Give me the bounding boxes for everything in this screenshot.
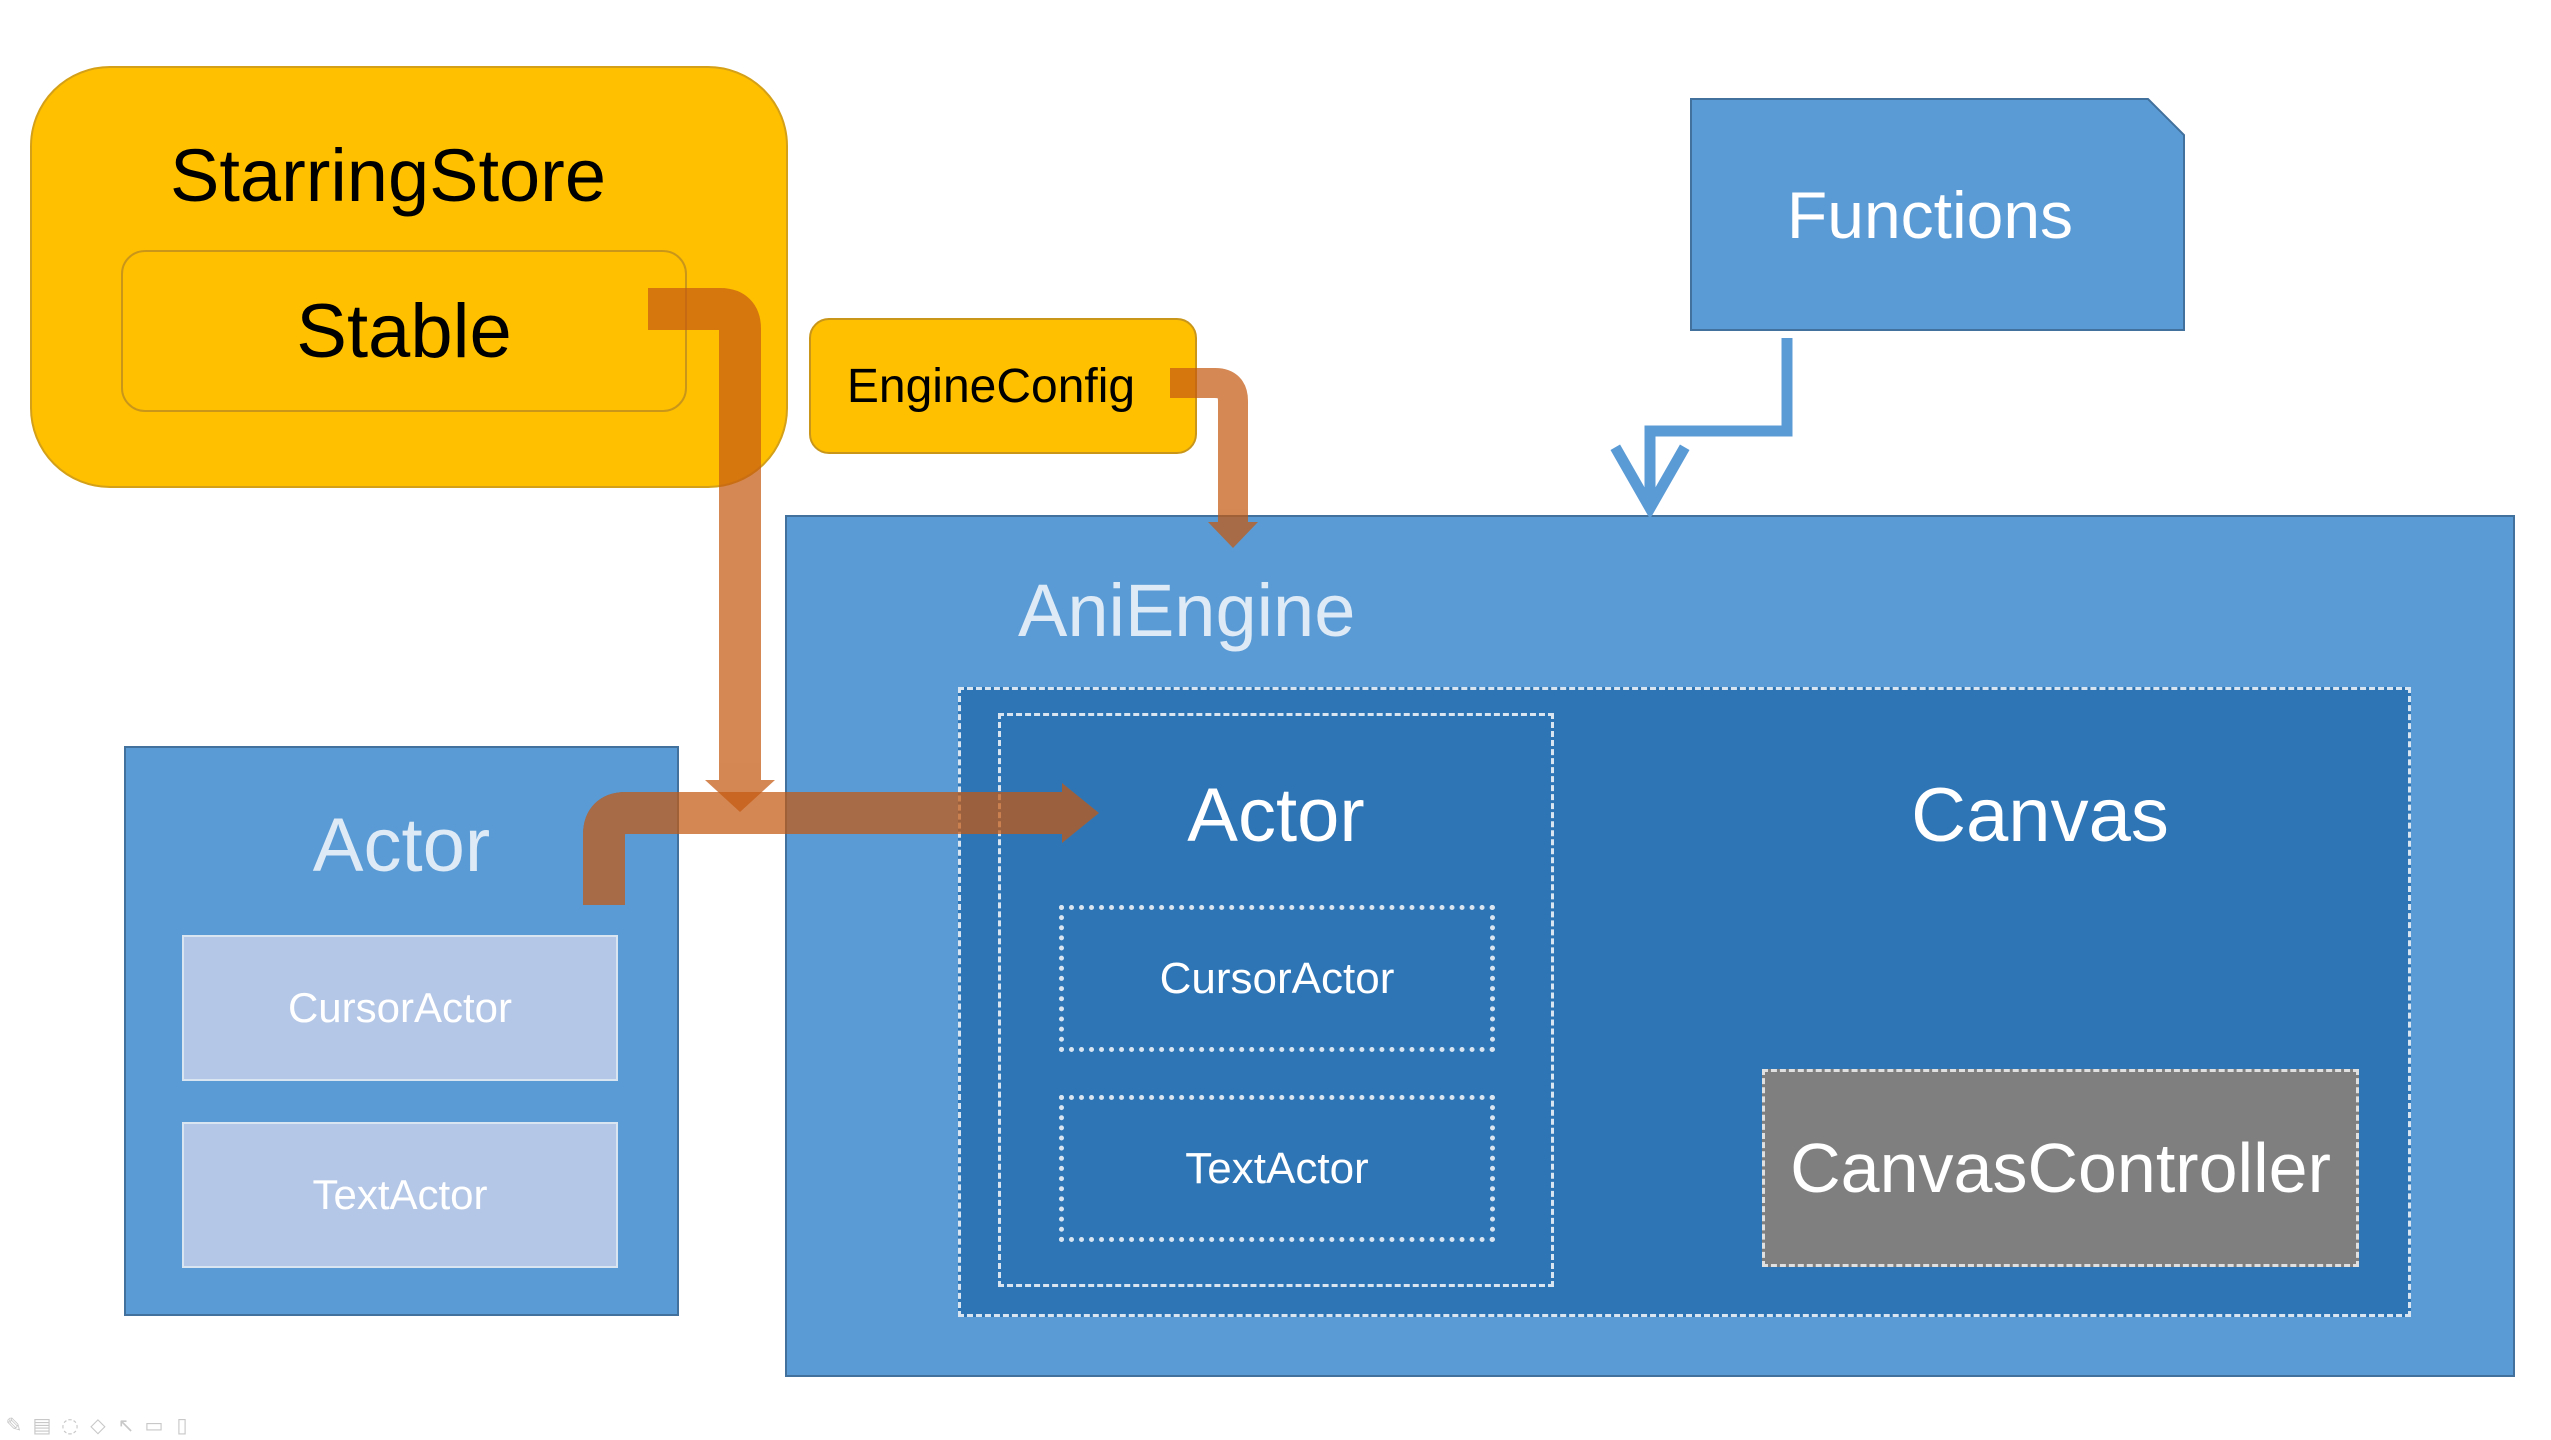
starring-store-title: StarringStore [170,133,606,217]
stable-box [121,250,687,412]
slideshow-toolbar: ✎ ▤ ◌ ◇ ↖ ▭ ▯ [4,1413,224,1437]
eraser-icon[interactable]: ◇ [90,1413,106,1437]
lasso-icon[interactable]: ◌ [61,1413,79,1437]
engine-text-actor-box: TextActor [1059,1095,1495,1242]
external-actor-title: Actor [312,802,491,888]
camera-icon[interactable]: ▭ [144,1413,164,1437]
canvas-label: Canvas [1911,772,2169,858]
stable-label: Stable [296,288,512,374]
canvas-controller-box: CanvasController [1762,1069,2359,1267]
engine-cursor-actor-box: CursorActor [1059,905,1495,1052]
functions-label: Functions [1786,177,2074,252]
engine-actor-label: Actor [1187,772,1365,858]
subtitles-icon[interactable]: ▤ [32,1413,52,1437]
functions-to-ani-engine-arrow [1610,338,1793,520]
external-cursor-actor-box: CursorActor [182,935,618,1081]
ani-engine-title: AniEngine [1018,568,1356,652]
functions-box [1690,98,2185,331]
external-text-actor-box: TextActor [182,1122,618,1268]
pointer-icon[interactable]: ↖ [117,1413,135,1437]
engine-config-box: EngineConfig [809,318,1197,454]
pen-icon[interactable]: ✎ [5,1413,23,1437]
engine-actor-box [998,713,1554,1287]
mouse-icon[interactable]: ▯ [176,1413,188,1437]
